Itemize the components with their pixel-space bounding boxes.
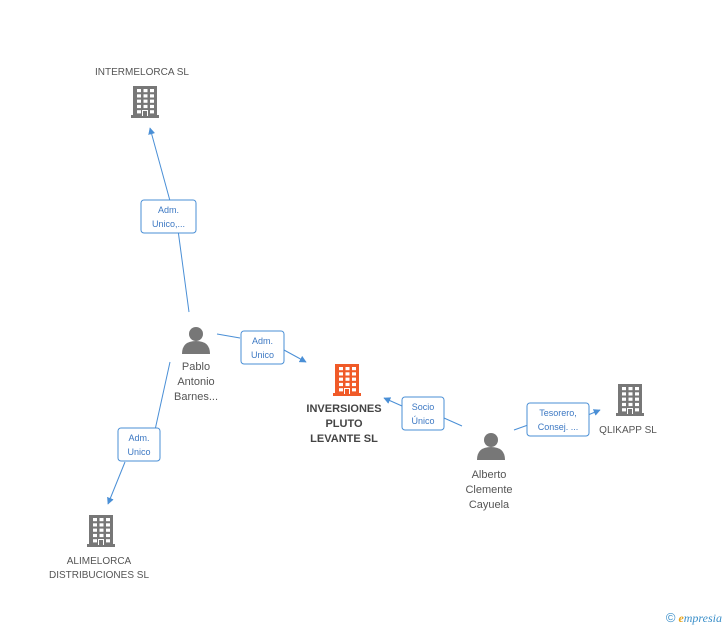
node-inversiones[interactable]: INVERSIONES PLUTO LEVANTE SL — [306, 364, 382, 445]
edge-label-text: Único — [411, 416, 434, 426]
edge-label-box[interactable] — [117, 427, 161, 462]
edge-line — [216, 333, 306, 362]
node-label: INTERMELORCA SL — [95, 67, 189, 78]
node-label: Clemente — [465, 484, 512, 496]
intermelorca-building-icon — [131, 86, 159, 118]
alberto-person-icon — [477, 433, 505, 460]
node-label: PLUTO — [325, 418, 363, 430]
edge-line — [513, 410, 600, 431]
edge-label-text: Adm. — [158, 205, 179, 215]
edge-pablo-intermelorca[interactable]: Adm. Unico,... — [140, 127, 197, 313]
edges-layer: Adm.Unico,...Adm.UnicoAdm.UnicoSocioÚnic… — [108, 127, 600, 504]
node-label: ALIMELORCA — [67, 556, 132, 567]
edge-label-text: Unico — [127, 447, 150, 457]
edge-line — [384, 398, 463, 427]
node-label: LEVANTE SL — [310, 433, 378, 445]
edge-label-text: Unico,... — [152, 219, 185, 229]
node-alimelorca[interactable]: ALIMELORCA DISTRIBUCIONES SL — [49, 515, 149, 581]
node-label: INVERSIONES — [306, 403, 381, 415]
edge-label-text: Consej. ... — [538, 422, 579, 432]
edge-line — [108, 361, 171, 504]
node-label: Pablo — [182, 361, 210, 373]
edge-label-box[interactable] — [526, 402, 590, 437]
node-label: Antonio — [177, 376, 214, 388]
edge-label-box[interactable] — [401, 396, 445, 431]
edge-label-text: Unico — [251, 350, 274, 360]
pablo-person-icon — [182, 327, 210, 354]
edge-label-text: Adm. — [252, 336, 273, 346]
node-pablo[interactable]: PabloAntonioBarnes... — [174, 327, 218, 403]
node-intermelorca[interactable]: INTERMELORCA SL — [95, 67, 189, 118]
edge-alberto-qlikapp[interactable]: Tesorero, Consej. ... — [513, 402, 600, 437]
node-label: Cayuela — [469, 499, 510, 511]
edge-label-box[interactable] — [140, 199, 197, 234]
qlikapp-building-icon — [616, 384, 644, 416]
node-label: QLIKAPP SL — [599, 425, 657, 436]
edge-label-text: Adm. — [128, 433, 149, 443]
node-qlikapp[interactable]: QLIKAPP SL — [599, 384, 657, 436]
edge-pablo-inversiones[interactable]: Adm. Unico — [216, 330, 306, 365]
edge-label-text: Socio — [412, 402, 435, 412]
brand-initial: e — [678, 611, 684, 625]
brand-name: mpresia — [683, 611, 722, 625]
alimelorca-building-icon — [87, 515, 115, 547]
node-label: DISTRIBUCIONES SL — [49, 570, 149, 581]
empresia-logo[interactable]: ©empresia — [666, 610, 722, 626]
edge-label-text: Tesorero, — [539, 408, 577, 418]
edge-pablo-alimelorca[interactable]: Adm. Unico — [108, 361, 171, 504]
node-label: Barnes... — [174, 391, 218, 403]
node-label: Alberto — [472, 469, 507, 481]
inversiones-building-icon — [333, 364, 361, 396]
edge-label-box[interactable] — [240, 330, 285, 365]
copyright-icon: © — [665, 610, 676, 625]
